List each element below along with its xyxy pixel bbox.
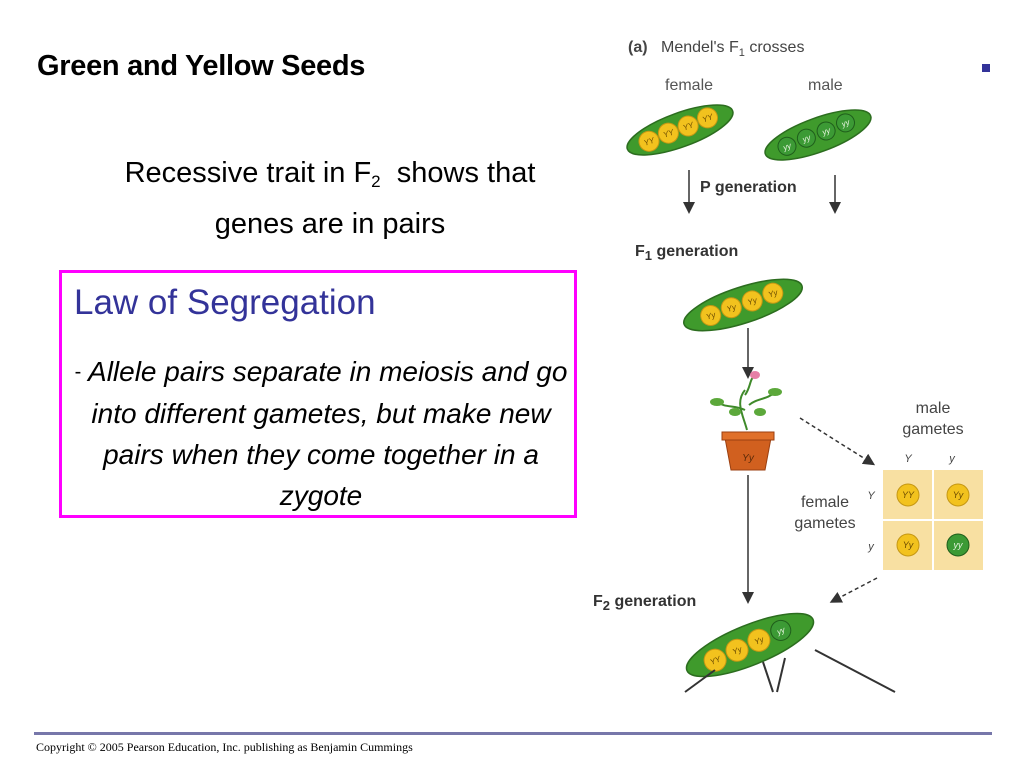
seed-genotype: Yy bbox=[753, 634, 766, 646]
p-generation-label: P generation bbox=[700, 179, 797, 196]
male-gametes-label: gametes bbox=[902, 421, 963, 438]
subtitle-text-post: shows that bbox=[380, 157, 536, 189]
female-label: female bbox=[665, 77, 713, 94]
pot-genotype: Yy bbox=[742, 453, 755, 464]
subtitle-text: Recessive trait in F bbox=[124, 157, 372, 189]
male-pea-pod: yy yy yy yy bbox=[764, 109, 872, 161]
f2-branch-lines bbox=[684, 649, 896, 693]
female-pea-pod: YY YY YY YY bbox=[626, 104, 734, 156]
seed-genotype: YY bbox=[709, 654, 723, 667]
subtitle-subscript: 2 bbox=[371, 172, 381, 191]
f1-pea-pod: Yy Yy Yy Yy bbox=[683, 278, 803, 332]
panel-title: Mendel's F1 crosses bbox=[661, 39, 804, 59]
law-text: Allele pairs separate in meiosis and go … bbox=[88, 356, 568, 511]
seed-genotype: yy bbox=[839, 117, 851, 129]
subtitle: Recessive trait in F2 shows that genes a… bbox=[70, 152, 590, 245]
slide-title: Green and Yellow Seeds bbox=[37, 50, 366, 82]
f1-generation-label: F1 generation bbox=[635, 243, 738, 263]
female-gametes-label: gametes bbox=[794, 515, 855, 532]
seed-genotype: yy bbox=[820, 126, 832, 138]
punnett-cell: Yy bbox=[953, 490, 964, 500]
seed-genotype: YY bbox=[701, 112, 715, 124]
allele-label: y bbox=[948, 453, 956, 465]
punnett-cell: Yy bbox=[903, 540, 914, 550]
allele-label: Y bbox=[867, 490, 875, 502]
law-body: - Allele pairs separate in meiosis and g… bbox=[72, 351, 570, 516]
law-of-segregation-box: Law of Segregation - Allele pairs separa… bbox=[59, 270, 577, 518]
seed-genotype: Yy bbox=[767, 288, 780, 300]
dashed-arrow bbox=[829, 577, 878, 603]
female-gametes-label: female bbox=[801, 494, 849, 511]
dashed-arrow bbox=[799, 417, 876, 466]
subtitle-line2: genes are in pairs bbox=[214, 208, 446, 240]
seed-genotype: Yy bbox=[705, 310, 718, 322]
footer-divider bbox=[34, 732, 992, 735]
bullet-dash: - bbox=[74, 361, 82, 383]
punnett-square: YY Yy Yy yy bbox=[883, 470, 983, 570]
f2-generation-label: F2 generation bbox=[593, 593, 696, 613]
seed-genotype: Yy bbox=[726, 302, 739, 314]
seed-genotype: YY bbox=[662, 127, 676, 139]
male-label: male bbox=[808, 77, 843, 94]
panel-label: (a) bbox=[628, 39, 648, 56]
pea-plant-in-pot: Yy bbox=[710, 371, 782, 471]
copyright-text: Copyright © 2005 Pearson Education, Inc.… bbox=[36, 740, 413, 754]
seed-genotype: YY bbox=[643, 135, 657, 147]
seed-genotype: Yy bbox=[747, 295, 760, 307]
allele-label: y bbox=[867, 541, 875, 553]
decorative-square bbox=[982, 64, 990, 72]
seed-genotype: YY bbox=[682, 120, 696, 132]
punnett-cell: yy bbox=[953, 540, 964, 550]
f2-pea-pod: YY Yy Yy yy bbox=[685, 612, 815, 678]
mendel-cross-figure: (a) Mendel's F1 crosses female male YY Y… bbox=[593, 39, 983, 693]
seed-genotype: yy bbox=[781, 141, 793, 153]
law-heading: Law of Segregation bbox=[74, 283, 376, 322]
male-gametes-label: male bbox=[916, 400, 951, 417]
seed-genotype: yy bbox=[800, 133, 812, 145]
allele-label: Y bbox=[904, 453, 912, 465]
seed-genotype: Yy bbox=[731, 644, 744, 656]
punnett-cell: YY bbox=[902, 490, 915, 500]
